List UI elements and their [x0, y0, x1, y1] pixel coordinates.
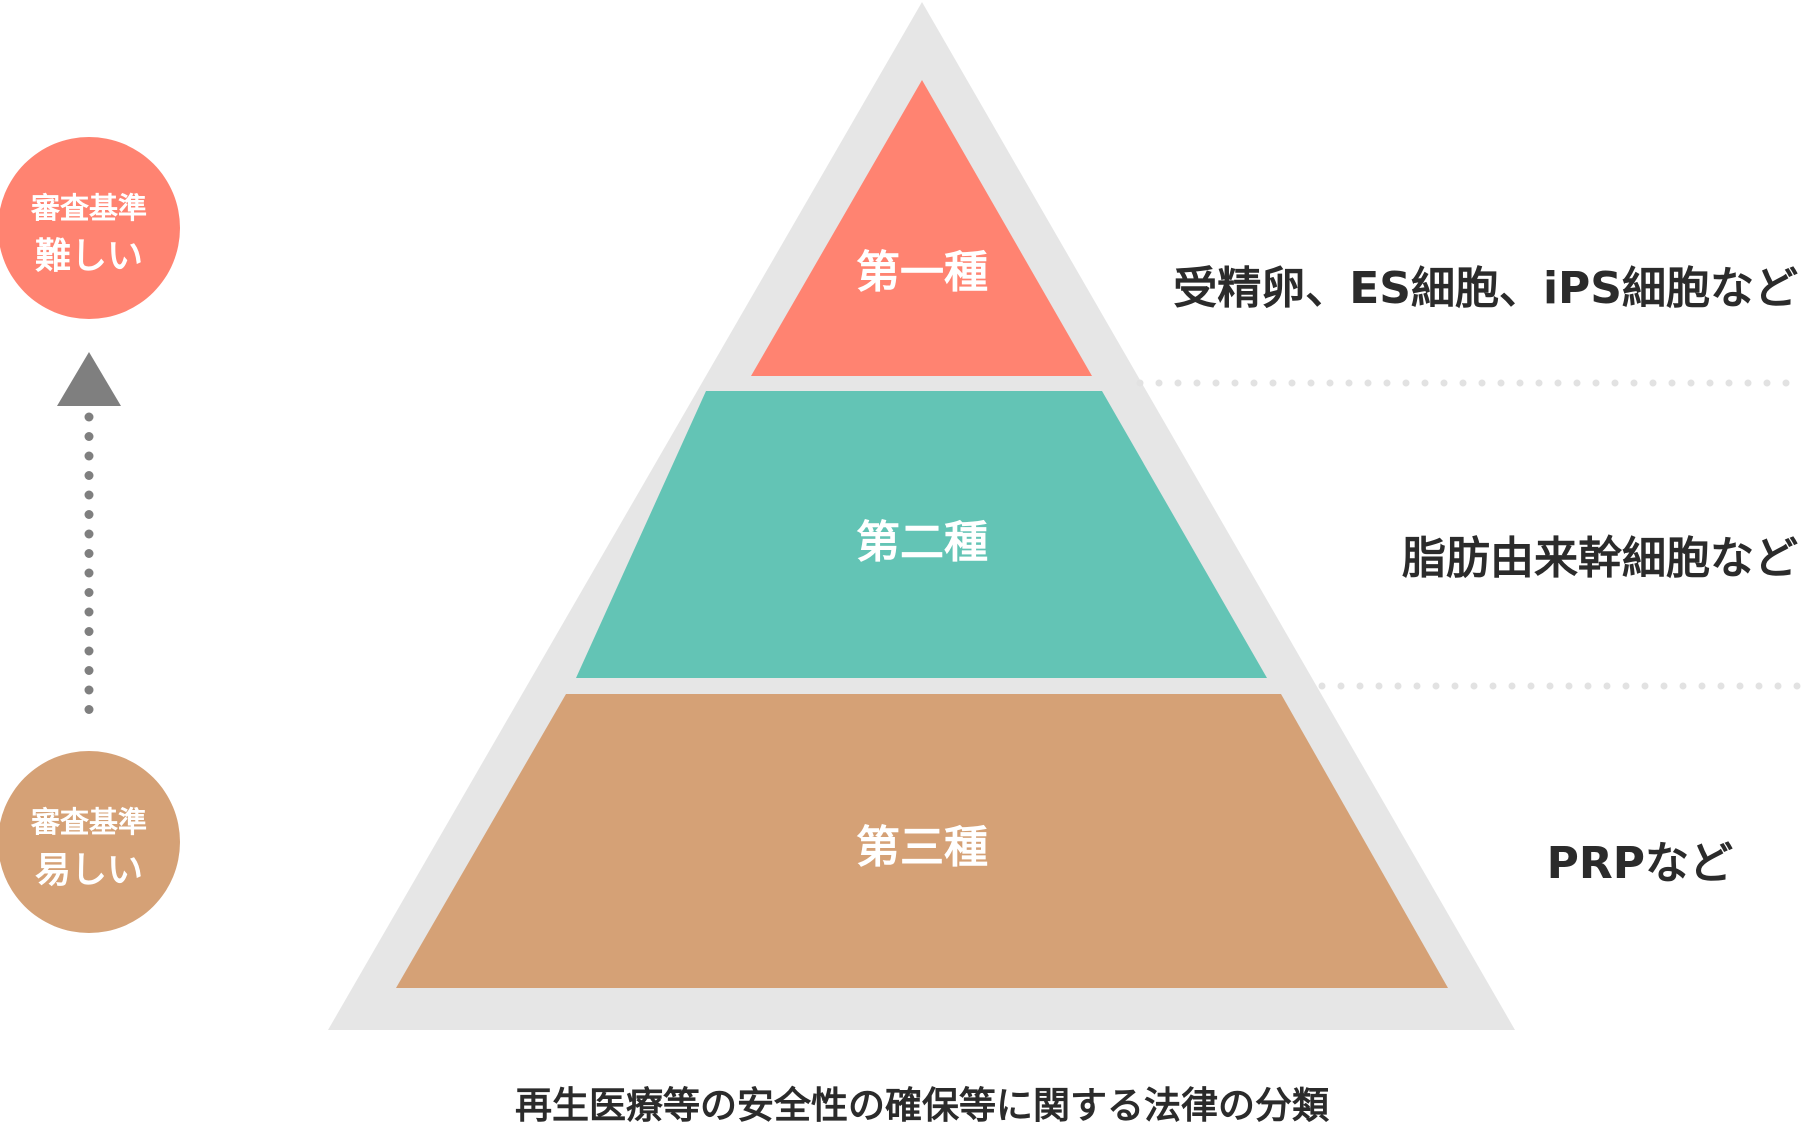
separator-dot: [1432, 682, 1440, 690]
separator-dot: [1212, 379, 1220, 387]
tier-2-label: 第二種: [856, 517, 988, 568]
separator-dot: [1326, 379, 1334, 387]
separator-dot: [1231, 379, 1239, 387]
separator-dot: [1402, 379, 1410, 387]
separator-dot: [1459, 379, 1467, 387]
arrow-shaft-dot: [84, 666, 94, 675]
arrow-shaft-dot: [84, 705, 94, 714]
badge-hard-line2: 難しい: [35, 236, 143, 277]
separator-dot: [1440, 379, 1448, 387]
separator-dot: [1337, 682, 1345, 690]
diagram-caption: 再生医療等の安全性の確保等に関する法律の分類: [515, 1084, 1330, 1127]
separator-dot: [1394, 682, 1402, 690]
badge-easy: [0, 751, 180, 933]
arrow-shaft-dot: [84, 529, 94, 539]
separator-dot: [1413, 682, 1421, 690]
separator-dot: [1698, 682, 1706, 690]
separator-dot: [1174, 379, 1182, 387]
separator-dot: [1470, 682, 1478, 690]
arrow-shaft-dot: [84, 646, 94, 656]
tier-1-example: 受精卵、ES細胞、iPS細胞など: [1173, 263, 1798, 314]
separator-dot: [1489, 682, 1497, 690]
separator-dot: [1717, 682, 1725, 690]
separator-dot: [1516, 379, 1524, 387]
separator-dot: [1250, 379, 1258, 387]
arrow-shaft-dot: [84, 549, 94, 558]
separator-dot: [1497, 379, 1505, 387]
tier-separator-1: [1136, 379, 1790, 387]
arrow-shaft-dot: [84, 627, 94, 636]
badge-hard: [0, 137, 180, 319]
separator-dot: [1573, 379, 1581, 387]
separator-dot: [1782, 379, 1790, 387]
arrow-shaft-dot: [84, 451, 94, 461]
tier-2-example: 脂肪由来幹細胞など: [1402, 533, 1798, 584]
separator-dot: [1611, 379, 1619, 387]
separator-dot: [1668, 379, 1676, 387]
arrow-shaft-dot: [84, 510, 94, 519]
tier-1-segment: [751, 80, 1092, 376]
arrow-shaft-dot: [84, 685, 94, 695]
separator-dot: [1660, 682, 1668, 690]
separator-dot: [1375, 682, 1383, 690]
arrow-shaft-dot: [84, 490, 94, 500]
separator-dot: [1592, 379, 1600, 387]
separator-dot: [1508, 682, 1516, 690]
tier-3-label: 第三種: [856, 822, 988, 873]
arrow-shaft-dot: [84, 471, 94, 480]
separator-dot: [1478, 379, 1486, 387]
arrow-up-icon: [57, 352, 121, 406]
separator-dot: [1603, 682, 1611, 690]
separator-dot: [1288, 379, 1296, 387]
separator-dot: [1706, 379, 1714, 387]
separator-dot: [1364, 379, 1372, 387]
badge-hard-line1: 審査基準: [30, 191, 147, 225]
separator-dot: [1584, 682, 1592, 690]
badge-easy-line1: 審査基準: [30, 805, 147, 839]
arrow-shaft-dot: [84, 568, 94, 578]
arrow-shaft-dot: [84, 432, 94, 441]
separator-dot: [1736, 682, 1744, 690]
separator-dot: [1649, 379, 1657, 387]
separator-dot: [1554, 379, 1562, 387]
tier-1-label: 第一種: [856, 247, 988, 298]
tier-2-segment: [576, 391, 1267, 678]
badge-easy-line2: 易しい: [35, 850, 143, 891]
separator-dot: [1155, 379, 1163, 387]
separator-dot: [1383, 379, 1391, 387]
separator-dot: [1755, 682, 1763, 690]
separator-dot: [1421, 379, 1429, 387]
arrow-shaft-dot: [84, 412, 94, 422]
tier-separator-2: [1318, 682, 1801, 690]
separator-dot: [1136, 379, 1144, 387]
separator-dot: [1641, 682, 1649, 690]
separator-dot: [1725, 379, 1733, 387]
separator-dot: [1345, 379, 1353, 387]
separator-dot: [1763, 379, 1771, 387]
separator-dot: [1687, 379, 1695, 387]
separator-dot: [1527, 682, 1535, 690]
separator-dot: [1565, 682, 1573, 690]
separator-dot: [1774, 682, 1782, 690]
separator-dot: [1356, 682, 1364, 690]
separator-dot: [1193, 379, 1201, 387]
separator-dot: [1679, 682, 1687, 690]
separator-dot: [1535, 379, 1543, 387]
separator-dot: [1744, 379, 1752, 387]
tier-3-segment: [396, 694, 1448, 988]
separator-dot: [1451, 682, 1459, 690]
tier-3-example: PRPなど: [1547, 838, 1733, 889]
arrow-dotted-shaft: [84, 412, 94, 714]
separator-dot: [1307, 379, 1315, 387]
separator-dot: [1622, 682, 1630, 690]
separator-dot: [1318, 682, 1326, 690]
separator-dot: [1546, 682, 1554, 690]
separator-dot: [1630, 379, 1638, 387]
separator-dot: [1269, 379, 1277, 387]
arrow-shaft-dot: [84, 607, 94, 617]
arrow-shaft-dot: [84, 588, 94, 597]
separator-dot: [1793, 682, 1801, 690]
